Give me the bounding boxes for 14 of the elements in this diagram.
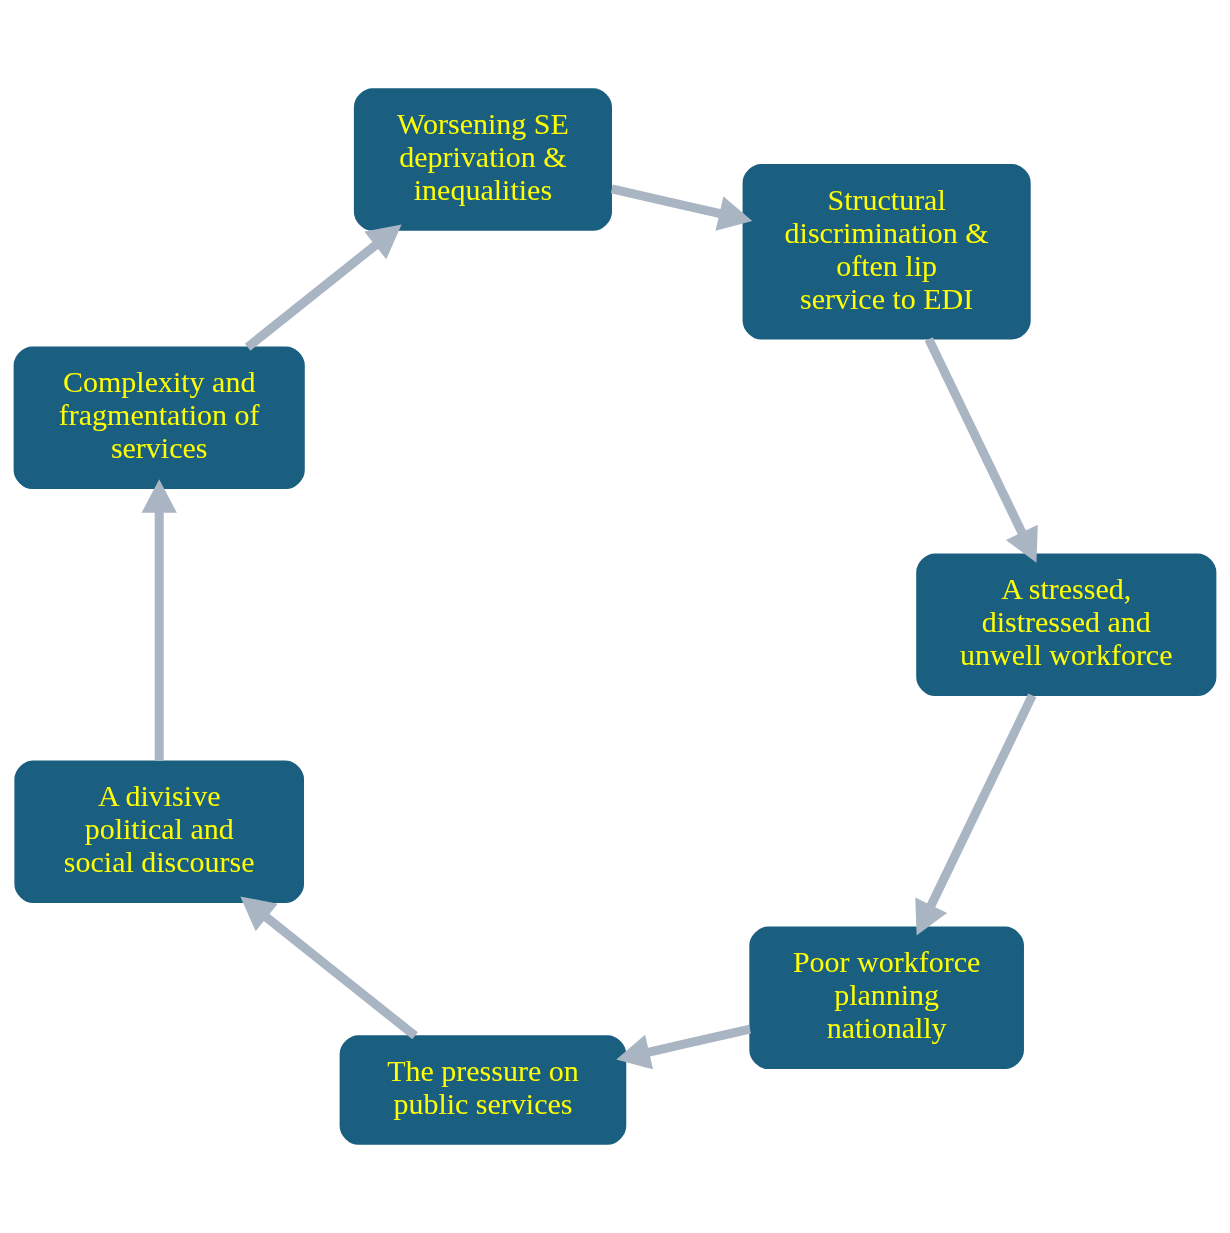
arrow <box>616 1024 751 1070</box>
arrow <box>915 693 1037 936</box>
node-box: Complexity and fragmentation of services <box>13 346 305 489</box>
arrow <box>244 224 402 351</box>
node-box: Worsening SE deprivation & inequalities <box>353 88 612 231</box>
arrow <box>924 337 1038 563</box>
node-box: A stressed, distressed and unwell workforce <box>916 553 1217 697</box>
node-box: Poor workforce planning nationally <box>749 926 1024 1070</box>
node-box: The pressure on public services <box>339 1035 627 1145</box>
arrow <box>610 184 753 231</box>
node-box: A divisive political and social discourse <box>14 760 304 904</box>
node-box: Structural discrimination & often lip service to EDI <box>742 163 1031 340</box>
arrow <box>240 896 418 1040</box>
arrow <box>141 479 177 762</box>
